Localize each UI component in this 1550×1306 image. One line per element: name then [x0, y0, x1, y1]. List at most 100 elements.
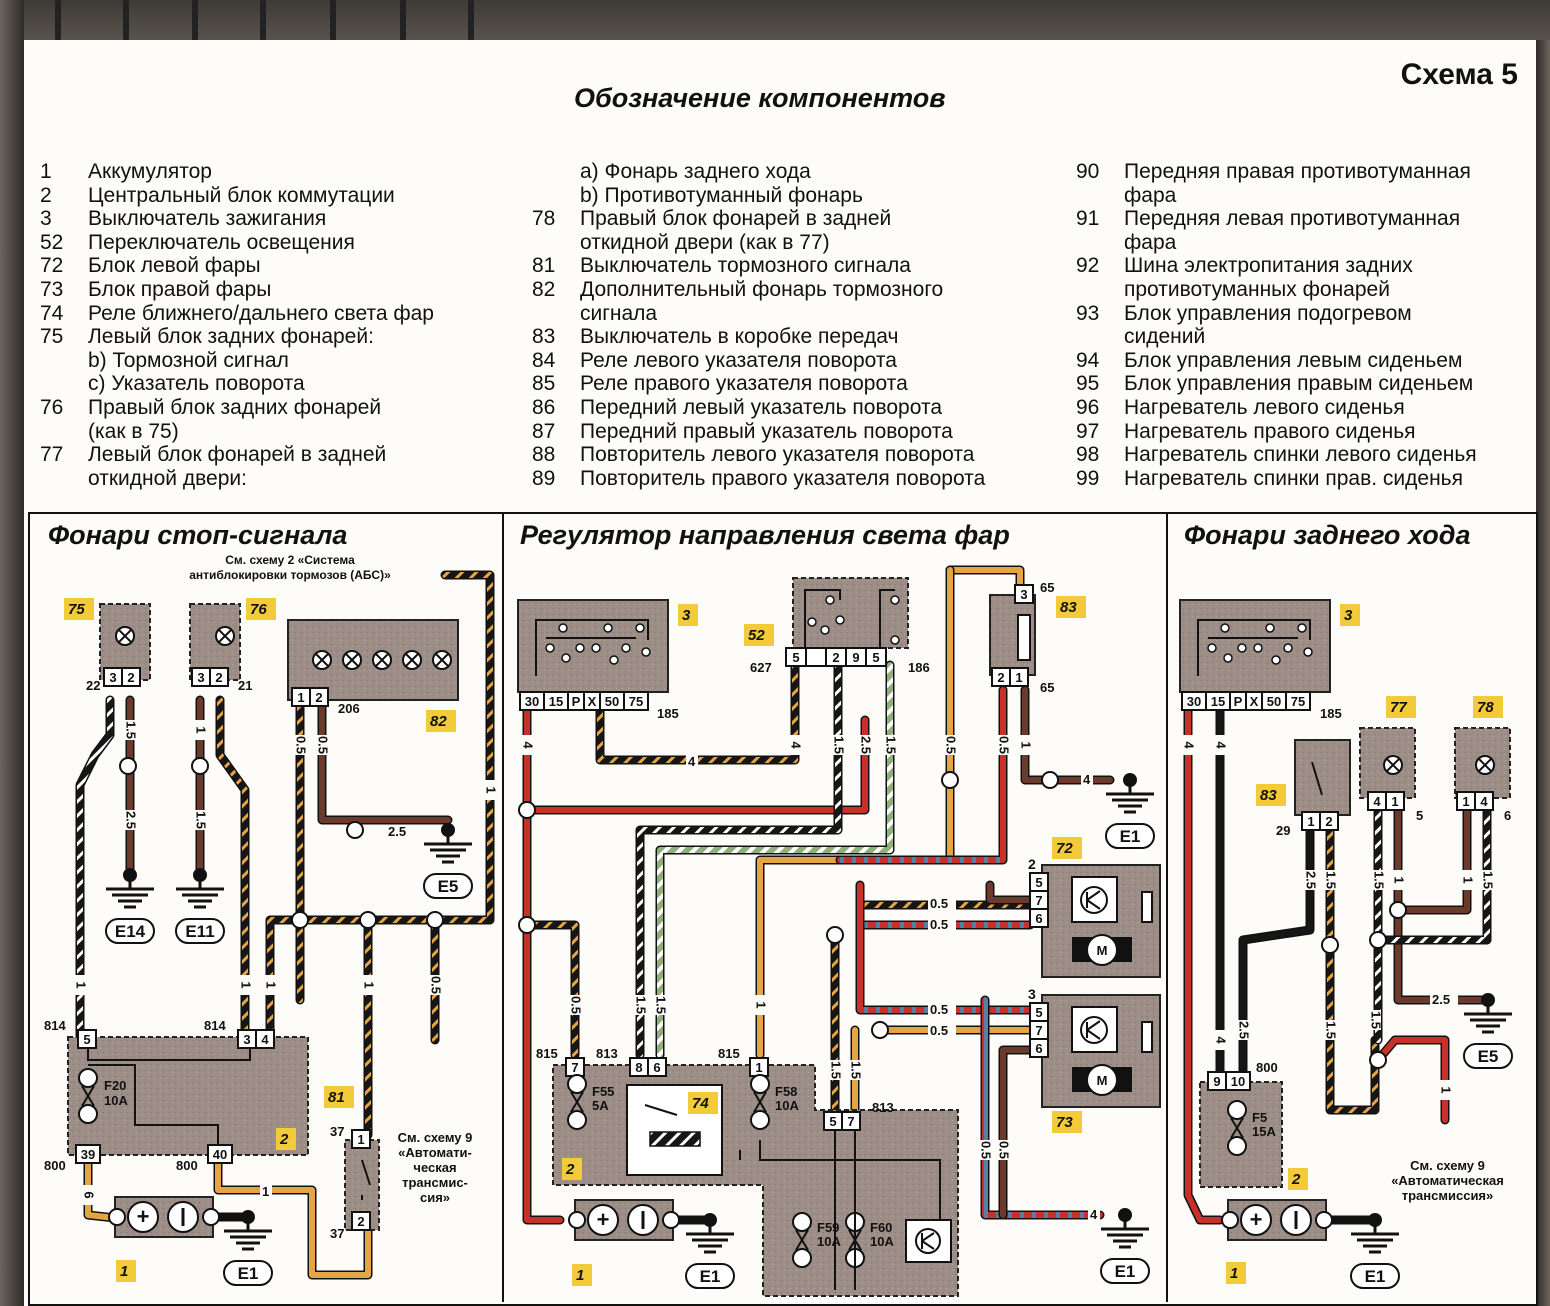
ref-note-line: ческая	[413, 1160, 457, 1175]
fuse-terminal	[78, 1104, 98, 1124]
sensor-icon	[1141, 1021, 1153, 1053]
pin-2: 6	[653, 1060, 660, 1075]
splice-node	[1369, 1051, 1387, 1069]
connector-pin	[1029, 1038, 1049, 1058]
legend-item: откидной двери (как в 77)	[532, 231, 985, 255]
ground-e1: E1	[1365, 1267, 1386, 1286]
component-tag-bg	[426, 710, 456, 732]
ref-note-abs: См. схему 2 «Система антиблокировки торм…	[130, 553, 450, 583]
ground-e5: E5	[1478, 1047, 1499, 1066]
connector-pin	[1474, 791, 1494, 811]
sensor-icon	[1141, 891, 1153, 923]
legend-item: b) Тормозной сигнал	[40, 349, 434, 373]
legend-item-number: 99	[1076, 466, 1100, 490]
gauge-label-bg	[74, 975, 86, 995]
splice-node	[518, 801, 536, 819]
battery-plus-icon	[1240, 1204, 1272, 1236]
ground-label-box	[1105, 823, 1155, 849]
fuse-id: F5	[1252, 1110, 1267, 1125]
switch-contact	[635, 623, 645, 633]
gauge-label-bg	[1430, 993, 1458, 1007]
pin-2: 40	[213, 1147, 227, 1162]
connector-pin	[75, 1144, 101, 1164]
legend-item-text: Передняя правая противотуманная	[1124, 160, 1471, 183]
splice-node	[1369, 931, 1387, 949]
gauge-label-bg	[124, 720, 136, 740]
wire-83-ground	[1020, 685, 1115, 785]
pin-52: 9	[852, 650, 859, 665]
lamp-cross	[435, 653, 449, 667]
wire-gauge-label: 1	[1019, 741, 1034, 748]
fuse-f55	[570, 1091, 584, 1113]
legend-item-text: Правый блок фонарей в задней	[580, 207, 892, 231]
binder-ring	[123, 0, 129, 46]
component-tag-bg	[116, 1260, 136, 1282]
motor-glyph: M	[1097, 943, 1108, 958]
component-tag-3: 3	[1344, 607, 1353, 624]
wire-id: 814	[44, 1018, 66, 1033]
gauge-label-bg	[1324, 870, 1336, 890]
switch-contact	[1237, 643, 1247, 653]
binder-left-edge	[0, 0, 24, 1306]
ref-note-line: трансмиссия»	[1401, 1188, 1494, 1203]
ref-note-line: сия»	[419, 1190, 451, 1205]
connector-pin	[1285, 691, 1311, 711]
switch-contact	[1311, 761, 1323, 796]
legend-item-text: Блок управления подогревом	[1124, 301, 1412, 325]
wire-gauge-label: 1.5	[832, 736, 847, 754]
legend-item: b) Противотуманный фонарь	[532, 184, 985, 208]
legend-item-text: противотуманных фонарей	[1124, 277, 1390, 301]
pin-number: 7	[1035, 893, 1042, 908]
legend-item-number: 74	[40, 301, 64, 325]
motor-icon	[1086, 934, 1118, 966]
transistor-icon	[1080, 886, 1108, 914]
wire-05-f55	[522, 920, 580, 1060]
ref-note-auto-trans-reverse: См. схему 9 «Автоматическая трансмиссия»	[1360, 1158, 1535, 1203]
switch-contact	[1223, 653, 1233, 663]
fuse-terminal	[792, 1212, 812, 1232]
fuse-id: F59	[817, 1220, 839, 1235]
pin-83: 1	[1015, 670, 1022, 685]
component-tag-bg	[1052, 837, 1082, 859]
connector-pin	[207, 1144, 233, 1164]
fuse-rating: 5A	[592, 1098, 609, 1113]
component-tag-82: 82	[430, 713, 447, 730]
fuse-f58	[753, 1091, 767, 1113]
internal-trace	[87, 1048, 251, 1145]
pin-83: 3	[1020, 587, 1027, 602]
legend-item-number: 86	[532, 395, 556, 419]
gauge-label-bg	[1214, 1030, 1226, 1050]
connector-pin	[647, 1057, 667, 1077]
wire-gauge-label: 1.5	[1369, 1011, 1384, 1029]
lamp-cross	[405, 653, 419, 667]
battery-plus-glyph: +	[137, 1204, 150, 1229]
legend-item-text: b) Тормозной сигнал	[88, 348, 289, 372]
section-title-headlight-leveling: Регулятор направления света фар	[520, 520, 1010, 550]
gauge-label-bg	[979, 1140, 991, 1160]
legend-item: фара	[1076, 231, 1477, 255]
battery-terminal	[1315, 1211, 1333, 1229]
gauge-label-bg	[484, 780, 496, 800]
legend-item-text: Выключатель зажигания	[88, 207, 327, 231]
legend-item-text: Нагреватель левого сиденья	[1124, 395, 1405, 419]
wire-800b	[215, 1157, 371, 1278]
gauge-label-bg	[1439, 1080, 1451, 1100]
wire-21	[217, 697, 248, 1043]
fuse-id: F55	[592, 1084, 614, 1099]
legend-item-text: Повторитель правого указателя поворота	[580, 466, 986, 490]
battery-terminal	[568, 1211, 586, 1229]
central-switch-unit-2	[552, 1064, 959, 1297]
binder-ring	[55, 0, 61, 46]
wire-id: 2	[1028, 856, 1036, 872]
pin-number: 6	[1035, 1041, 1042, 1056]
switch-contact	[1207, 643, 1217, 653]
